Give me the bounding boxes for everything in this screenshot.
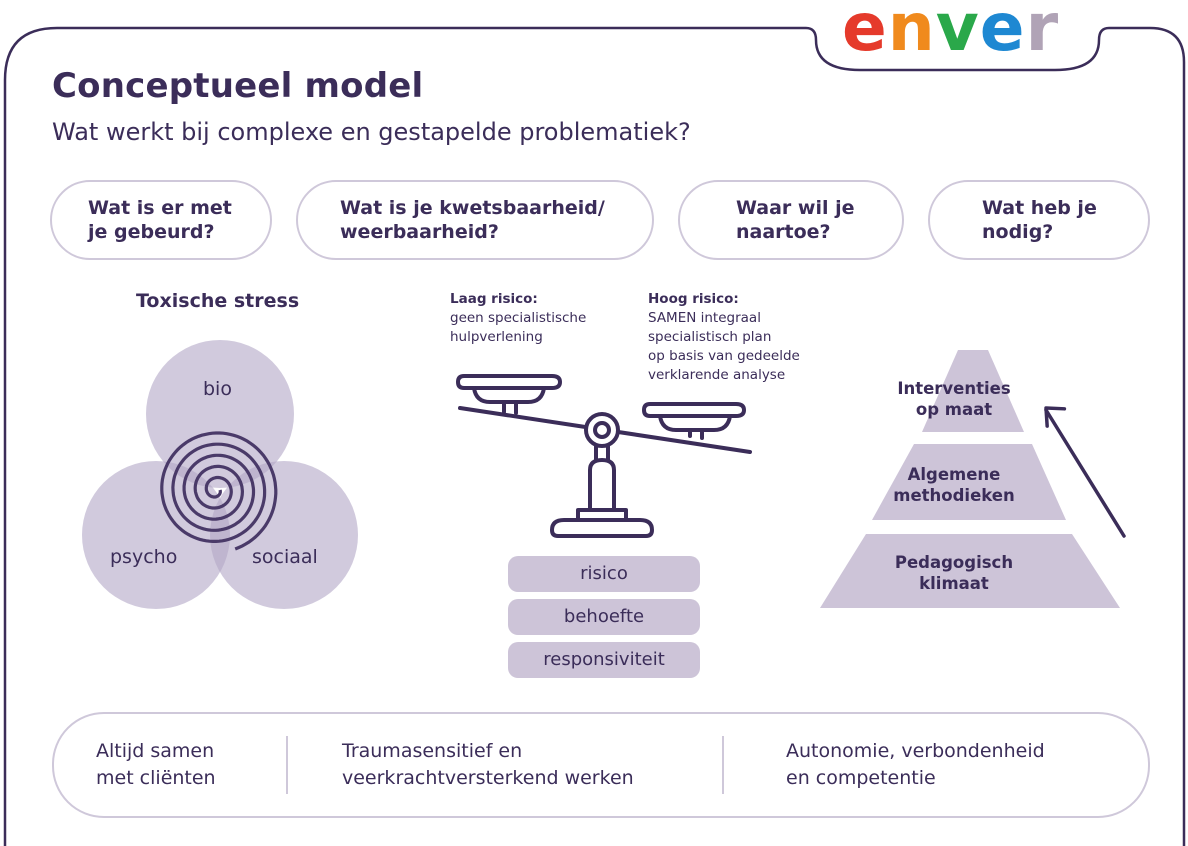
page-title: Conceptueel model [52, 66, 424, 106]
pyramid-label-line: klimaat [919, 574, 989, 593]
low-risk-heading: Laag risico: [450, 291, 538, 307]
low-risk-text: Laag risico: geen specialistische hulpve… [450, 290, 586, 347]
question-line: nodig? [982, 221, 1054, 243]
question-line: Waar wil je [736, 197, 855, 219]
divider [286, 736, 288, 794]
question-pill-where-to: Waar wil je naartoe? [678, 180, 904, 260]
value-line: en competentie [786, 767, 936, 789]
venn-title: Toxische stress [136, 290, 300, 312]
venn-circle-psycho [82, 461, 230, 609]
question-line: Wat is er met [88, 197, 232, 219]
svg-text:enver: enver [842, 0, 1059, 66]
pyramid-label-line: methodieken [893, 486, 1015, 505]
value-line: Traumasensitief en [342, 740, 523, 762]
question-line: weerbaarheid? [340, 221, 499, 243]
high-risk-line: verklarende analyse [648, 367, 786, 383]
question-line: naartoe? [736, 221, 831, 243]
high-risk-line: specialistisch plan [648, 329, 772, 345]
question-line: Wat heb je [982, 197, 1097, 219]
pyramid-bottom-tier [820, 534, 1120, 608]
venn-label-sociaal: sociaal [252, 546, 318, 568]
pyramid-bottom-label: Pedagogisch klimaat [884, 552, 1024, 594]
divider [722, 736, 724, 794]
question-line: Wat is je kwetsbaarheid/ [340, 197, 605, 219]
pyramid-top-label: Interventies op maat [884, 378, 1024, 420]
high-risk-heading: Hoog risico: [648, 291, 739, 307]
core-values-box [52, 712, 1150, 818]
question-line: je gebeurd? [88, 221, 215, 243]
pyramid-middle-tier [872, 444, 1066, 520]
pyramid-label-line: Pedagogisch [894, 553, 1014, 572]
page-subtitle: Wat werkt bij complexe en gestapelde pro… [52, 118, 691, 146]
principle-risico: risico [508, 556, 700, 592]
value-line: Altijd samen [96, 740, 215, 762]
question-pill-vulnerability: Wat is je kwetsbaarheid/ weerbaarheid? [296, 180, 654, 260]
value-together: Altijd samen met cliënten [96, 738, 216, 792]
high-risk-line: op basis van gedeelde [648, 348, 800, 364]
low-risk-line: geen specialistische [450, 310, 587, 326]
spiral-icon [160, 431, 278, 551]
value-line: met cliënten [96, 767, 216, 789]
question-pill-what-needed: Wat heb je nodig? [928, 180, 1150, 260]
question-pill-what-happened: Wat is er met je gebeurd? [50, 180, 272, 260]
venn-circle-bio [146, 340, 294, 488]
logo-wordmark-icon: enver [842, 0, 1059, 66]
high-risk-text: Hoog risico: SAMEN integraal specialisti… [648, 290, 800, 385]
enver-logo: enver [836, 0, 1076, 68]
balance-scale-icon [456, 374, 752, 538]
pyramid-label-line: Interventies [897, 379, 1011, 398]
arrow-up-icon [1044, 406, 1126, 538]
pyramid-label-line: op maat [915, 400, 993, 419]
value-trauma-sensitive: Traumasensitief en veerkrachtversterkend… [342, 738, 634, 792]
principle-behoefte: behoefte [508, 599, 700, 635]
high-risk-line: SAMEN integraal [648, 310, 761, 326]
venn-label-psycho: psycho [110, 546, 178, 568]
pyramid-top-tier [922, 350, 1024, 432]
venn-label-bio: bio [203, 378, 232, 400]
principle-responsiviteit: responsiviteit [508, 642, 700, 678]
venn-diagram [82, 340, 358, 609]
pyramid-diagram [820, 350, 1126, 608]
pyramid-middle-label: Algemene methodieken [884, 464, 1024, 506]
value-autonomy: Autonomie, verbondenheid en competentie [786, 738, 1045, 792]
value-line: Autonomie, verbondenheid [786, 740, 1045, 762]
low-risk-line: hulpverlening [450, 329, 543, 345]
venn-circle-sociaal [210, 461, 358, 609]
value-line: veerkrachtversterkend werken [342, 767, 634, 789]
pyramid-label-line: Algemene [907, 465, 1001, 484]
